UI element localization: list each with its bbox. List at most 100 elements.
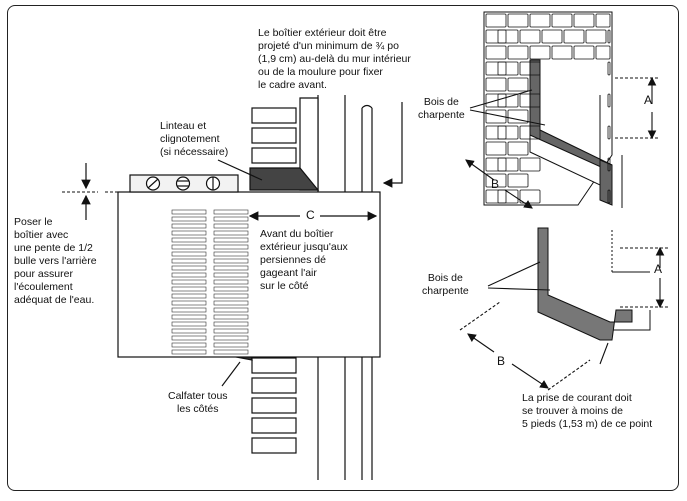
brick: [519, 93, 541, 108]
brick: [485, 157, 507, 172]
projection-leader: [382, 102, 403, 188]
louvre-slat: [213, 321, 249, 327]
brick: [497, 29, 519, 44]
dim-b-bottom-left: [467, 333, 495, 353]
brick: [485, 189, 507, 204]
louvre-slat: [171, 293, 207, 299]
bubble-level: [129, 174, 239, 193]
brick: [573, 45, 595, 60]
brick: [507, 141, 529, 156]
louvre-slat: [171, 237, 207, 243]
louvre-slat: [171, 349, 207, 355]
louvre-slat: [171, 321, 207, 327]
brick: [607, 61, 611, 76]
brick: [551, 13, 573, 28]
caulk-leader: [221, 361, 241, 387]
wood-leader-1: [469, 89, 533, 109]
dimension-a-top-label: A: [644, 93, 653, 107]
dimension-a-bottom-label: A: [654, 262, 663, 276]
brick: [529, 45, 551, 60]
brick: [519, 61, 541, 76]
brick: [607, 29, 611, 44]
brick: [607, 125, 611, 140]
framing-opening-bottom: [537, 227, 651, 341]
louvre-slat: [213, 349, 249, 355]
brick: [485, 13, 507, 28]
brick: [551, 45, 573, 60]
brick: [607, 93, 611, 108]
brick: [497, 125, 519, 140]
brick: [485, 125, 507, 140]
lintel-label: Linteau et clignotement (si nécessaire): [160, 120, 229, 158]
louvre-slat: [171, 307, 207, 313]
brick: [507, 45, 529, 60]
outlet-distance-note: La prise de courant doit se trouver à mo…: [522, 392, 653, 430]
louvre-slat: [213, 265, 249, 271]
brick: [485, 45, 507, 60]
louvre-slat: [213, 251, 249, 257]
louvre-slat: [171, 272, 207, 278]
brick: [585, 29, 607, 44]
brick: [563, 29, 585, 44]
brick: [507, 77, 529, 92]
brick: [595, 45, 611, 60]
dimension-b-bottom-label: B: [497, 354, 506, 368]
brick: [497, 93, 519, 108]
louvre-slat: [171, 230, 207, 236]
louvre-slat: [171, 265, 207, 271]
brick: [607, 157, 611, 172]
dim-b-bottom-right: [511, 363, 549, 389]
louvre-slat: [213, 300, 249, 306]
brick: [497, 61, 519, 76]
louvre-slat: [171, 209, 207, 215]
brick: [507, 109, 529, 124]
louvre-slat: [213, 293, 249, 299]
dimension-b-top-label: B: [491, 177, 500, 191]
louvre-slat: [213, 223, 249, 229]
dim-b-top-left: [465, 159, 495, 181]
brick: [529, 13, 551, 28]
lumber-label-top: Bois de charpente: [418, 96, 465, 121]
louvre-slat: [213, 216, 249, 222]
brick: [485, 77, 507, 92]
brick: [519, 29, 541, 44]
louvre-slat: [213, 244, 249, 250]
wood-leader-2: [469, 109, 546, 126]
louvre-slat: [171, 342, 207, 348]
brick: [507, 173, 529, 188]
louvre-slat: [213, 335, 249, 341]
louvre-slat: [171, 300, 207, 306]
diagram-frame: [7, 5, 679, 491]
louvre-slat: [213, 307, 249, 313]
brick: [485, 93, 507, 108]
louvre-slat: [213, 286, 249, 292]
caulk-label: Calfater tous les côtés: [168, 390, 228, 415]
louvre-slat: [213, 272, 249, 278]
louvre-slat: [213, 279, 249, 285]
front-louvre-note: Avant du boîtier extérieur jusqu'aux per…: [260, 228, 348, 292]
louvre-slat: [213, 342, 249, 348]
slope-instruction: Poser le boîtier avec une pente de 1/2 b…: [14, 216, 97, 306]
louvre-slat: [171, 335, 207, 341]
louvre-slat: [171, 258, 207, 264]
brick: [497, 189, 519, 204]
louvre-slat: [213, 230, 249, 236]
louvre-slat: [213, 258, 249, 264]
louvre-slat: [213, 237, 249, 243]
wood-bottom-leader-1: [487, 261, 541, 287]
brick: [485, 29, 507, 44]
air-louvres: [171, 209, 249, 355]
lumber-label-bottom: Bois de charpente: [422, 272, 469, 297]
brick: [573, 13, 595, 28]
louvre-slat: [171, 244, 207, 250]
lintel-leader: [217, 159, 263, 181]
brick: [519, 157, 541, 172]
louvre-slat: [213, 314, 249, 320]
dimension-c-label: C: [306, 208, 315, 222]
louvre-slat: [171, 314, 207, 320]
brick: [485, 141, 507, 156]
brick: [607, 189, 611, 204]
louvre-slat: [213, 209, 249, 215]
louvre-slat: [171, 223, 207, 229]
